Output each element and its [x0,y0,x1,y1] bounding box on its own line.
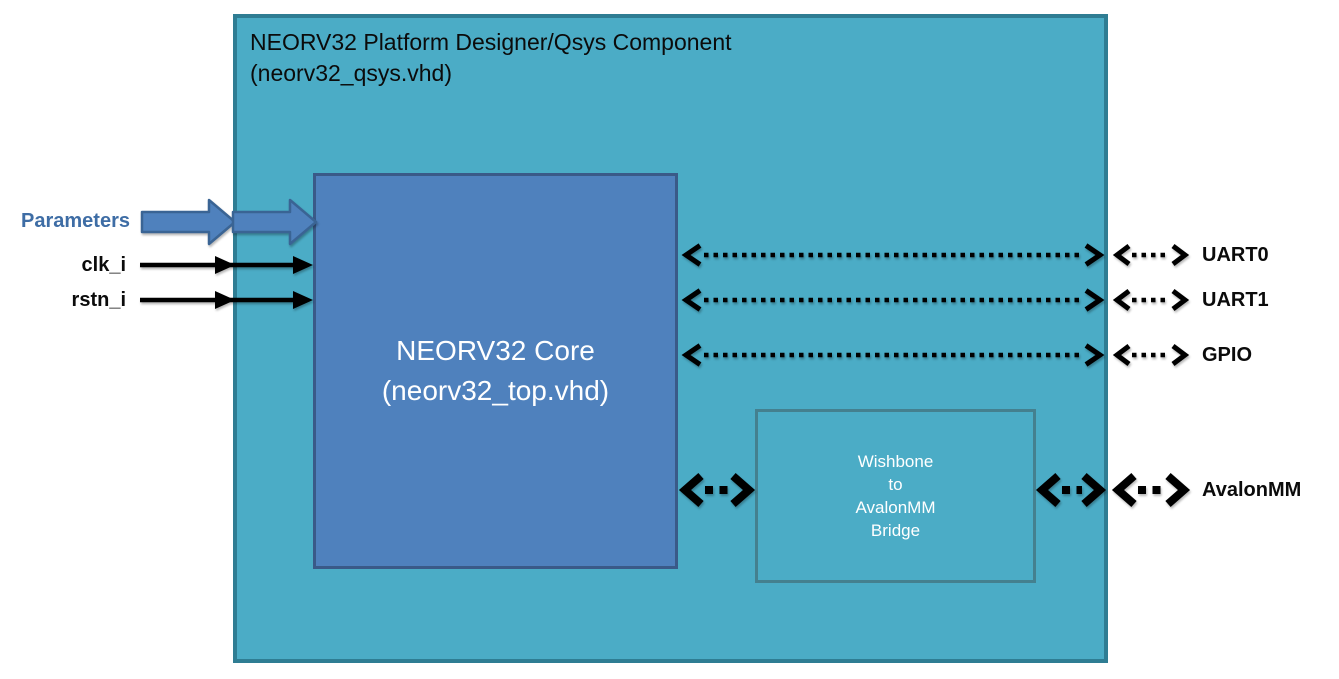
uart0-dotted-arrow-outer [1112,244,1190,266]
uart0-dotted-arrow-inner [681,243,1105,267]
avalonmm-label: AvalonMM [1202,479,1302,501]
wishbone-bridge-box: Wishbone to AvalonMM Bridge [755,409,1036,583]
gpio-dotted-arrow-inner [681,343,1105,367]
bridge-box-line3: AvalonMM [855,498,936,517]
uart1-dotted-arrow-outer [1112,289,1190,311]
bridge-to-border-dashed-arrow [1035,472,1107,508]
core-to-bridge-dashed-arrow [678,472,756,508]
outer-box-title: NEORV32 Platform Designer/Qsys Component… [250,27,732,89]
bridge-box-line1: Wishbone [857,452,934,471]
avalonmm-dashed-arrow-outer [1111,472,1191,508]
parameters-block-arrow [140,198,318,246]
gpio-dotted-arrow-outer [1112,344,1190,366]
core-box-title-line2: (neorv32_top.vhd) [381,375,610,406]
outer-box-title-line1: NEORV32 Platform Designer/Qsys Component [250,29,732,55]
uart1-dotted-arrow-inner [681,288,1105,312]
gpio-label: GPIO [1202,344,1253,366]
clk-i-arrow [140,256,313,274]
clk-i-label: clk_i [81,254,126,276]
core-box-title-line1: NEORV32 Core [396,335,595,366]
rstn-i-arrow [140,291,313,309]
outer-box-title-line2: (neorv32_qsys.vhd) [250,60,452,86]
rstn-i-label: rstn_i [71,289,126,311]
parameters-label: Parameters [21,210,130,232]
uart1-label: UART1 [1202,289,1269,311]
neorv32-core-box: NEORV32 Core (neorv32_top.vhd) [313,173,678,569]
uart0-label: UART0 [1202,244,1269,266]
bridge-box-line2: to [888,475,903,494]
bridge-box-line4: Bridge [870,521,921,540]
